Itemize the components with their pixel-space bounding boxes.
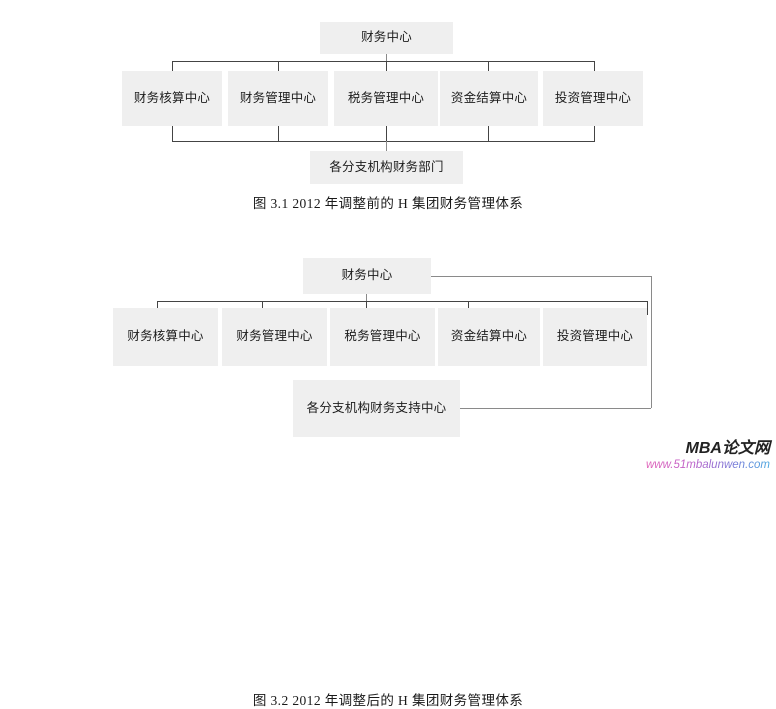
fig1-rise-stem-2 bbox=[278, 126, 279, 142]
fig2-node-center-2: 财务管理中心 bbox=[222, 308, 327, 366]
fig2-top-bus bbox=[157, 301, 647, 302]
fig1-top-bus bbox=[172, 61, 594, 62]
fig2-node-root-label: 财务中心 bbox=[341, 268, 393, 283]
fig1-bottom-stem bbox=[386, 141, 387, 155]
fig1-drop-stem-3 bbox=[386, 61, 387, 76]
fig2-node-center-1: 财务核算中心 bbox=[113, 308, 218, 366]
fig1-drop-stem-1 bbox=[172, 61, 173, 76]
fig1-node-center-3-label: 税务管理中心 bbox=[347, 90, 425, 105]
fig1-drop-stem-5 bbox=[594, 61, 595, 76]
watermark: MBA论文网 www.51mbalunwen.com bbox=[645, 440, 770, 471]
fig2-bypass-top bbox=[431, 276, 651, 277]
fig2-drop-stem-5 bbox=[647, 301, 648, 315]
figure-1-caption: 图 3.1 2012 年调整前的 H 集团财务管理体系 bbox=[252, 196, 524, 211]
fig1-node-center-4: 资金结算中心 bbox=[440, 71, 538, 126]
figure-2-org-chart: 财务中心 财务核算中心 财务管理中心 税务管理中心 资金结算中心 投资管理中心 bbox=[0, 245, 776, 708]
figure-2-caption: 图 3.2 2012 年调整后的 H 集团财务管理体系 bbox=[252, 693, 524, 708]
fig1-node-center-2: 财务管理中心 bbox=[228, 71, 328, 126]
fig2-node-center-3-label: 税务管理中心 bbox=[344, 329, 421, 344]
fig2-node-bottom-label: 各分支机构财务支持中心 bbox=[306, 400, 447, 415]
fig1-rise-stem-1 bbox=[172, 126, 173, 142]
fig1-rise-stem-5 bbox=[594, 126, 595, 142]
fig1-node-center-1-label: 财务核算中心 bbox=[133, 90, 211, 105]
fig2-node-center-2-label: 财务管理中心 bbox=[236, 329, 313, 344]
fig2-bypass-bottom bbox=[460, 408, 651, 409]
fig1-node-center-5: 投资管理中心 bbox=[543, 71, 643, 126]
fig2-node-center-5-label: 投资管理中心 bbox=[556, 329, 634, 344]
fig2-node-center-4-label: 资金结算中心 bbox=[450, 329, 528, 344]
fig2-bypass-right bbox=[651, 276, 652, 408]
fig1-node-bottom-label: 各分支机构财务部门 bbox=[329, 159, 444, 174]
fig1-node-center-5-label: 投资管理中心 bbox=[554, 90, 632, 105]
fig1-node-root: 财务中心 bbox=[320, 22, 453, 54]
fig1-bottom-bus bbox=[172, 141, 594, 142]
figure-2-canvas: 财务中心 财务核算中心 财务管理中心 税务管理中心 资金结算中心 投资管理中心 bbox=[0, 245, 776, 440]
watermark-title: MBA论文网 bbox=[685, 440, 770, 458]
fig1-node-center-1: 财务核算中心 bbox=[122, 71, 222, 126]
fig1-drop-stem-2 bbox=[278, 61, 279, 76]
figure-1-org-chart: 财务中心 财务核算中心 财务管理中心 税务管理中心 资金结算中心 投资管理中心 bbox=[0, 0, 776, 225]
fig2-node-center-1-label: 财务核算中心 bbox=[127, 329, 204, 344]
fig1-node-center-3: 税务管理中心 bbox=[334, 71, 438, 126]
figure-1-canvas: 财务中心 财务核算中心 财务管理中心 税务管理中心 资金结算中心 投资管理中心 bbox=[0, 0, 776, 190]
fig2-node-center-3: 税务管理中心 bbox=[330, 308, 435, 366]
fig1-node-root-label: 财务中心 bbox=[361, 30, 412, 45]
fig2-node-center-4: 资金结算中心 bbox=[438, 308, 540, 366]
fig1-rise-stem-4 bbox=[488, 126, 489, 142]
fig1-node-bottom: 各分支机构财务部门 bbox=[310, 151, 463, 184]
fig2-node-center-5: 投资管理中心 bbox=[543, 308, 647, 366]
fig2-node-bottom: 各分支机构财务支持中心 bbox=[293, 380, 460, 437]
fig1-rise-stem-3 bbox=[386, 126, 387, 142]
fig1-node-center-2-label: 财务管理中心 bbox=[239, 90, 317, 105]
watermark-url: www.51mbalunwen.com bbox=[645, 458, 770, 471]
fig1-drop-stem-4 bbox=[488, 61, 489, 76]
fig2-node-root: 财务中心 bbox=[303, 258, 431, 294]
fig1-node-center-4-label: 资金结算中心 bbox=[450, 90, 528, 105]
